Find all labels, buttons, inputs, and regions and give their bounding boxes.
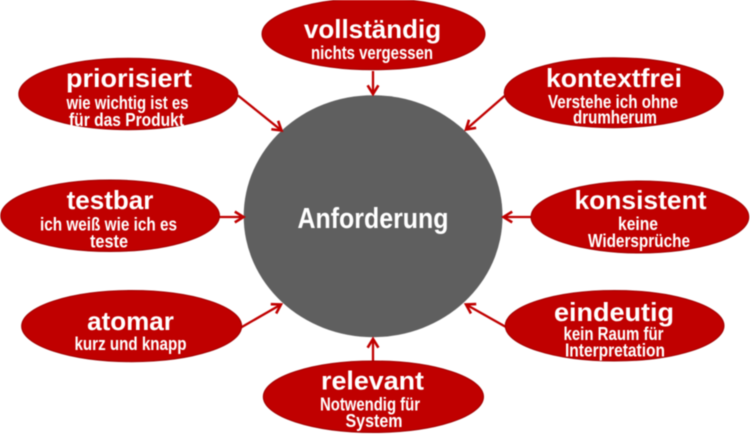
svg-text:Notwendig für: Notwendig für	[320, 395, 420, 415]
svg-text:testbar: testbar	[67, 185, 154, 215]
svg-text:kurz und knapp: kurz und knapp	[75, 334, 187, 354]
svg-text:relevant: relevant	[321, 366, 424, 396]
svg-text:für das Produkt: für das Produkt	[69, 110, 184, 130]
svg-text:Verstehe ich ohne: Verstehe ich ohne	[548, 92, 678, 112]
svg-text:Interpretation: Interpretation	[565, 341, 665, 361]
svg-text:kein Raum für: kein Raum für	[564, 324, 664, 344]
svg-text:priorisiert: priorisiert	[66, 63, 192, 93]
svg-text:Widersprüche: Widersprüche	[588, 231, 690, 251]
svg-text:eindeutig: eindeutig	[554, 297, 674, 327]
svg-text:vollständig: vollständig	[304, 14, 441, 44]
svg-text:keine: keine	[618, 214, 658, 234]
svg-text:drumherum: drumherum	[573, 108, 657, 128]
svg-text:ich weiß wie ich es: ich weiß wie ich es	[40, 215, 177, 235]
svg-text:kontextfrei: kontextfrei	[546, 63, 682, 93]
svg-text:atomar: atomar	[87, 306, 174, 336]
svg-text:konsistent: konsistent	[575, 185, 707, 215]
svg-text:wie wichtig ist es: wie wichtig ist es	[66, 93, 189, 113]
svg-text:teste: teste	[90, 232, 128, 252]
svg-text:System: System	[346, 411, 403, 431]
svg-text:nichts vergessen: nichts vergessen	[311, 43, 433, 63]
svg-text:Anforderung: Anforderung	[298, 203, 449, 235]
